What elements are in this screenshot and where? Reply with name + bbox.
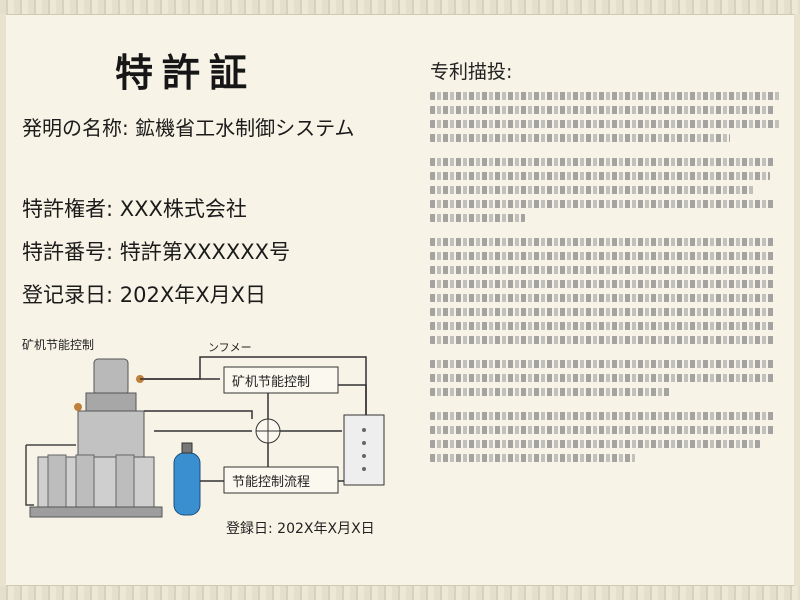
registration-date: 登记录日: 202X年X月X日 [22, 283, 266, 307]
valve-icon [74, 403, 82, 411]
mining-machine-icon [29, 358, 163, 518]
summing-junction-icon [255, 418, 281, 444]
control-box-top-label: 矿机节能控制 [232, 375, 310, 390]
diagram-register-date: 登録日: 202X年X月X日 [226, 521, 375, 537]
decorative-border-right [794, 14, 800, 586]
control-box-bottom [223, 466, 339, 494]
invention-name: 発明の名称: 鉱機省工水制御システム [22, 116, 355, 140]
diagram-label-top-left: 矿机节能控制 [22, 338, 94, 352]
decorative-border-left [0, 14, 6, 586]
control-box-bottom-label: 节能控制流程 [232, 475, 310, 490]
patentee: 特許権者: XXX株式会社 [22, 197, 247, 221]
patent-number: 特許番号: 特許第XXXXXX号 [22, 240, 291, 264]
decorative-border-top [0, 0, 800, 15]
controller-unit-icon [343, 414, 385, 486]
system-diagram: 矿机节能控制 ンフメー [22, 338, 385, 518]
certificate-title: 特許証 [115, 51, 257, 95]
diagram-label-signal: ンフメー [208, 341, 252, 354]
control-box-top [223, 366, 339, 394]
abstract-body-illegible [430, 92, 780, 468]
gas-tank-icon [173, 442, 201, 516]
decorative-border-bottom [0, 585, 800, 600]
abstract-title: 专利描投: [430, 61, 513, 83]
